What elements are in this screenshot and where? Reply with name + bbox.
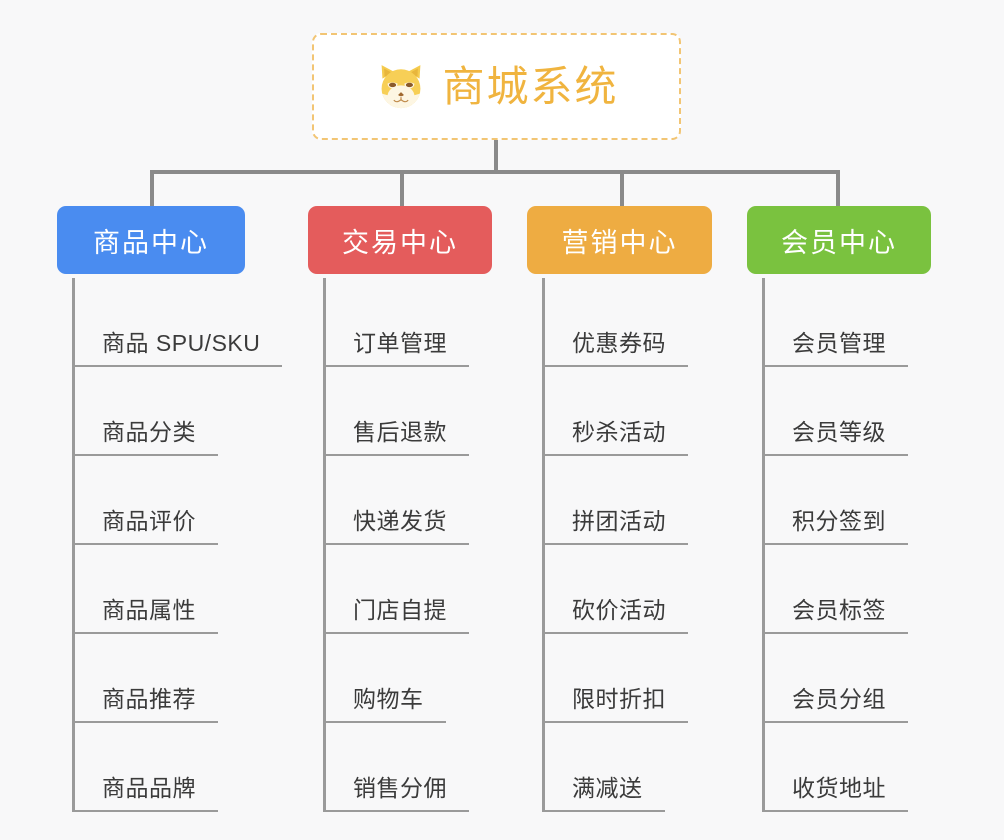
leaf-label: 会员管理 — [792, 329, 886, 356]
leaf-item[interactable]: 积分签到 — [762, 456, 908, 545]
leaf-item[interactable]: 会员分组 — [762, 634, 908, 723]
category-box-1[interactable]: 商品中心 — [57, 206, 245, 274]
leaf-label: 优惠券码 — [572, 329, 666, 356]
branch-column-4: 会员管理会员等级积分签到会员标签会员分组收货地址 — [762, 278, 908, 812]
leaf-underline: 商品分类 — [72, 418, 218, 456]
leaf-item[interactable]: 满减送 — [542, 723, 688, 812]
leaf-item[interactable]: 订单管理 — [323, 278, 469, 367]
connector-horizontal-bar — [150, 170, 840, 174]
leaf-label: 会员标签 — [792, 596, 886, 623]
leaf-underline: 会员分组 — [762, 685, 908, 723]
category-label: 营销中心 — [561, 227, 678, 258]
leaf-label: 商品推荐 — [102, 685, 196, 712]
leaf-item[interactable]: 拼团活动 — [542, 456, 688, 545]
leaf-underline: 商品属性 — [72, 596, 218, 634]
leaf-label: 会员等级 — [792, 418, 886, 445]
leaf-item[interactable]: 会员等级 — [762, 367, 908, 456]
category-label: 商品中心 — [93, 227, 209, 258]
leaf-underline: 积分签到 — [762, 507, 908, 545]
leaf-underline: 满减送 — [542, 774, 665, 812]
leaf-underline: 拼团活动 — [542, 507, 688, 545]
leaf-label: 商品分类 — [102, 418, 196, 445]
leaf-label: 销售分佣 — [353, 774, 447, 801]
leaf-item[interactable]: 销售分佣 — [323, 723, 469, 812]
leaf-item[interactable]: 商品分类 — [72, 367, 282, 456]
leaf-underline: 收货地址 — [762, 774, 908, 812]
leaf-item[interactable]: 会员管理 — [762, 278, 908, 367]
branch-column-3: 优惠券码秒杀活动拼团活动砍价活动限时折扣满减送 — [542, 278, 688, 812]
leaf-underline: 商品品牌 — [72, 774, 218, 812]
leaf-item[interactable]: 商品推荐 — [72, 634, 282, 723]
leaf-underline: 会员等级 — [762, 418, 908, 456]
root-node[interactable]: 商城系统 — [312, 33, 681, 140]
leaf-underline: 商品推荐 — [72, 685, 218, 723]
leaf-underline: 秒杀活动 — [542, 418, 688, 456]
branch-column-2: 订单管理售后退款快递发货门店自提购物车销售分佣 — [323, 278, 469, 812]
leaf-item[interactable]: 快递发货 — [323, 456, 469, 545]
root-label: 商城系统 — [442, 62, 619, 110]
branch-spine — [542, 278, 545, 812]
leaf-underline: 售后退款 — [323, 418, 469, 456]
leaf-label: 售后退款 — [353, 418, 447, 445]
leaf-item[interactable]: 砍价活动 — [542, 545, 688, 634]
leaf-underline: 购物车 — [323, 685, 446, 723]
leaf-item[interactable]: 会员标签 — [762, 545, 908, 634]
leaf-label: 商品 SPU/SKU — [102, 329, 261, 356]
leaf-label: 购物车 — [353, 685, 424, 712]
leaf-label: 积分签到 — [792, 507, 886, 534]
connector-drop-3 — [620, 170, 624, 206]
leaf-underline: 门店自提 — [323, 596, 469, 634]
leaf-label: 会员分组 — [792, 685, 886, 712]
connector-drop-1 — [150, 170, 154, 206]
leaf-label: 商品属性 — [102, 596, 196, 623]
connector-root-stem — [494, 140, 498, 173]
leaf-item[interactable]: 收货地址 — [762, 723, 908, 812]
leaf-underline: 商品评价 — [72, 507, 218, 545]
category-box-4[interactable]: 会员中心 — [747, 206, 931, 274]
leaf-item[interactable]: 优惠券码 — [542, 278, 688, 367]
branch-spine — [323, 278, 326, 812]
leaf-underline: 会员管理 — [762, 329, 908, 367]
leaf-label: 秒杀活动 — [572, 418, 666, 445]
leaf-underline: 订单管理 — [323, 329, 469, 367]
leaf-label: 商品品牌 — [102, 774, 196, 801]
leaf-label: 砍价活动 — [572, 596, 666, 623]
leaf-underline: 砍价活动 — [542, 596, 688, 634]
category-label: 交易中心 — [342, 227, 458, 258]
leaf-label: 快递发货 — [353, 507, 447, 534]
leaf-label: 订单管理 — [353, 329, 447, 356]
leaf-item[interactable]: 限时折扣 — [542, 634, 688, 723]
leaf-label: 门店自提 — [353, 596, 447, 623]
category-box-2[interactable]: 交易中心 — [308, 206, 492, 274]
leaf-item[interactable]: 售后退款 — [323, 367, 469, 456]
leaf-underline: 销售分佣 — [323, 774, 469, 812]
leaf-item[interactable]: 商品属性 — [72, 545, 282, 634]
leaf-item[interactable]: 购物车 — [323, 634, 469, 723]
leaf-underline: 会员标签 — [762, 596, 908, 634]
leaf-item[interactable]: 商品品牌 — [72, 723, 282, 812]
leaf-underline: 限时折扣 — [542, 685, 688, 723]
leaf-underline: 快递发货 — [323, 507, 469, 545]
leaf-item[interactable]: 商品 SPU/SKU — [72, 278, 283, 367]
category-box-3[interactable]: 营销中心 — [527, 206, 712, 274]
branch-spine — [72, 278, 75, 812]
leaf-label: 限时折扣 — [572, 685, 666, 712]
connector-drop-4 — [836, 170, 840, 206]
leaf-underline: 优惠券码 — [542, 329, 688, 367]
leaf-label: 拼团活动 — [572, 507, 666, 534]
leaf-label: 满减送 — [572, 774, 643, 801]
category-label: 会员中心 — [781, 227, 897, 258]
leaf-underline: 商品 SPU/SKU — [72, 329, 283, 367]
branch-spine — [762, 278, 765, 812]
leaf-label: 收货地址 — [792, 774, 886, 801]
connector-drop-2 — [400, 170, 404, 206]
branch-column-1: 商品 SPU/SKU 商品分类商品评价商品属性商品推荐商品品牌 — [72, 278, 283, 812]
leaf-label: 商品评价 — [102, 507, 196, 534]
leaf-item[interactable]: 商品评价 — [72, 456, 282, 545]
leaf-item[interactable]: 秒杀活动 — [542, 367, 688, 456]
shiba-dog-face-icon — [382, 64, 421, 108]
leaf-item[interactable]: 门店自提 — [323, 545, 469, 634]
